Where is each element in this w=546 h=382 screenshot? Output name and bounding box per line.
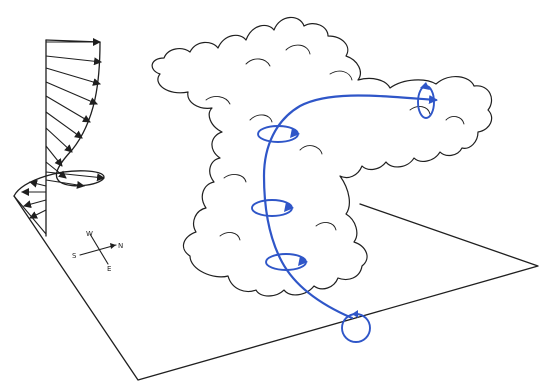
wind-arrow-icon [29,209,47,219]
rotation-ring-icon [251,199,294,217]
rotation-ring-icon [257,125,300,143]
wind-arrow-icon [45,67,101,86]
rotation-ring-icon [341,310,371,343]
wind-arrow-icon [45,161,67,179]
rotation-ring-icon [417,82,435,119]
wind-arrow-icon [45,171,105,182]
compass-south-label: S [72,252,77,260]
wind-arrow-icon [23,199,47,209]
compass-north-south-axis [79,244,117,256]
wind-arrow-icon [45,145,63,167]
wind-arrow-icon [45,179,85,189]
rotation-ring-icon [265,253,308,271]
wind-arrow-icon [45,111,83,139]
compass-west-label: W [86,230,93,238]
wind-profile [13,38,105,237]
compass-east-label: E [107,265,111,273]
compass-rose: N S W E [72,230,123,273]
vortex-tube-icon [262,94,438,320]
ground-plane [13,195,539,381]
compass-east-west-axis [89,233,109,265]
wind-arrow-icon [45,95,91,123]
wind-arrow-icon [45,127,73,153]
north-arrow-icon [110,243,116,249]
cloud-texture [205,44,465,241]
wind-arrow-icon [29,179,47,188]
wind-arrow-icon [45,55,102,66]
wind-arrow-icon [45,81,98,105]
compass-north-label: N [118,242,123,250]
storm-cloud [151,16,493,297]
